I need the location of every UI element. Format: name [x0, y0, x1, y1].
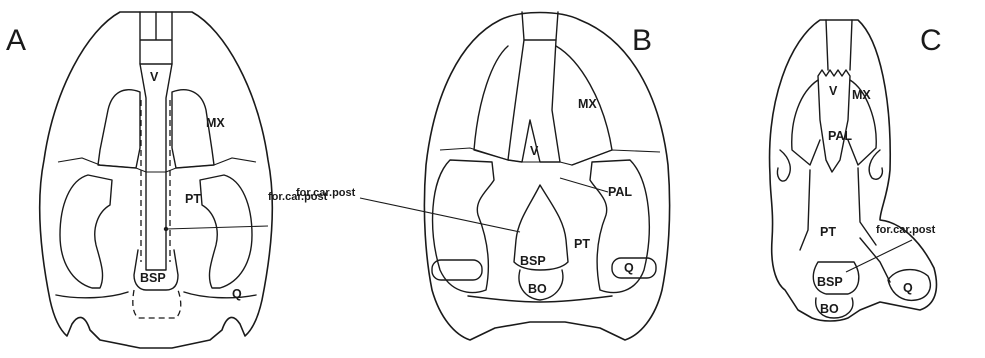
panel-c-label-v: V — [829, 84, 838, 98]
panel-c-label-q: Q — [903, 281, 913, 295]
panel-b-label-for-car-post: for.car.post — [296, 187, 356, 199]
panel-c: C V MX PAL PT for.car.post BSP Q BO — [770, 20, 942, 321]
panel-a: A V MX PT for.car.post BSP Q — [6, 12, 328, 348]
panel-a-label-mx: MX — [206, 116, 225, 130]
panel-c-skull-outline — [770, 20, 937, 321]
panel-b-label-bsp: BSP — [520, 254, 546, 268]
panel-b-label-mx: MX — [578, 97, 597, 111]
panel-c-label-pt: PT — [820, 225, 836, 239]
panel-c-label-bsp: BSP — [817, 275, 843, 289]
panel-c-label-for-car-post: for.car.post — [876, 224, 936, 236]
panel-c-label-pal: PAL — [828, 129, 852, 143]
panel-c-label-bo: BO — [820, 302, 839, 316]
panel-b-label-v: V — [530, 144, 539, 158]
panel-b-letter: B — [632, 24, 652, 57]
panel-a-label-q: Q — [232, 287, 242, 301]
panel-b-label-q: Q — [624, 261, 634, 275]
panel-a-label-bsp: BSP — [140, 271, 166, 285]
panel-c-label-mx: MX — [852, 88, 871, 102]
panel-c-letter: C — [920, 24, 942, 57]
panel-a-label-pt: PT — [185, 192, 201, 206]
panel-a-label-v: V — [150, 70, 159, 84]
panel-b-label-bo: BO — [528, 282, 547, 296]
panel-b: B MX V PAL for.car.post BSP PT Q BO — [296, 12, 670, 340]
panel-b-label-pal: PAL — [608, 185, 632, 199]
panel-b-label-pt: PT — [574, 237, 590, 251]
panel-a-letter: A — [6, 24, 26, 57]
